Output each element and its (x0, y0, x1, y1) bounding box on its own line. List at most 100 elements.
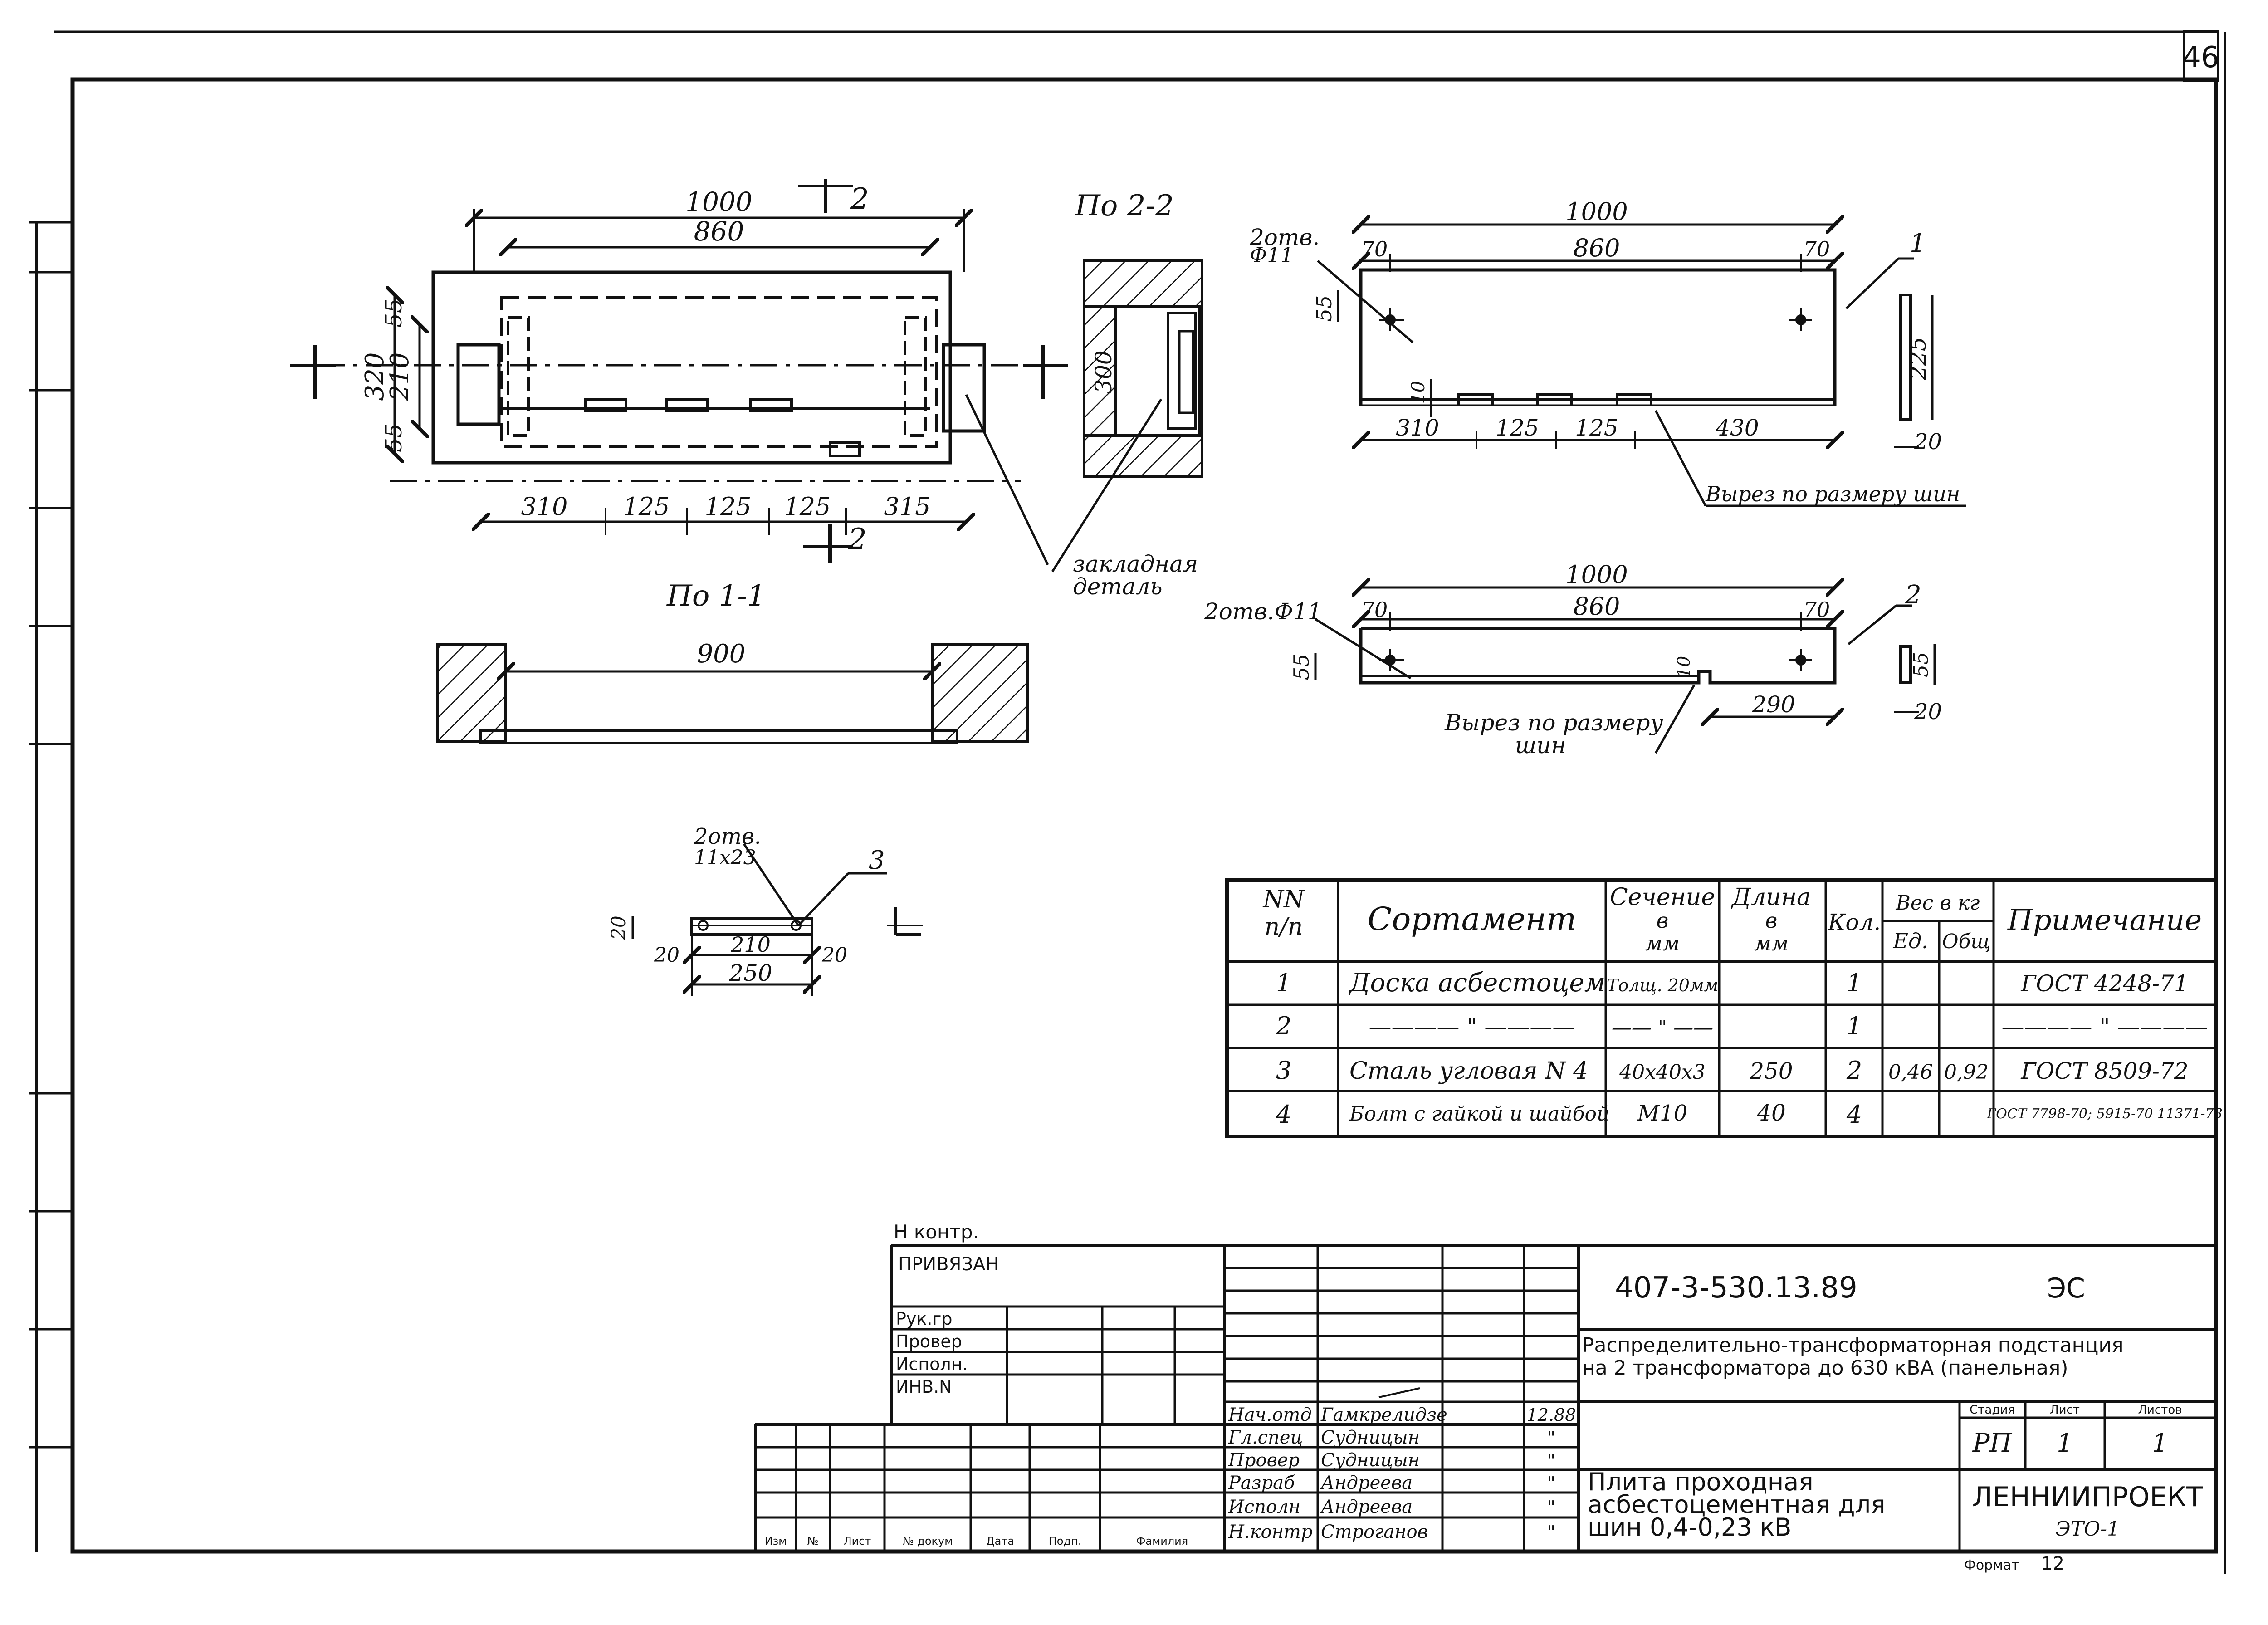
detail-2-dim-55: 55 (1289, 654, 1314, 680)
detail-3-dim-20-vert: 20 (607, 915, 630, 940)
spec-header-length-3: мм (1754, 931, 1789, 955)
format-value: 12 (2041, 1553, 2064, 1574)
detail-1-cut-label: Вырез по размеру шин (1705, 482, 1960, 506)
detail-1-dim-310: 310 (1396, 415, 1439, 441)
detail-3-position: 3 (869, 846, 885, 875)
plan-dim-860: 860 (694, 216, 744, 247)
spec-row-1-num: 1 (1276, 969, 1291, 997)
spec-header-section-3: мм (1645, 931, 1680, 955)
list-item: Н.контр Строганов " (1228, 1522, 1555, 1542)
detail-2-position: 2 (1905, 580, 1921, 610)
signer-1-role: Нач.отд (1228, 1405, 1312, 1425)
detail-3-view (631, 843, 923, 996)
spec-row-3-unit: 0,46 (1888, 1061, 1933, 1084)
spec-row-1-section: Толщ. 20мм (1607, 975, 1718, 995)
tb-stage-header: Стадия (1970, 1403, 2015, 1417)
spec-row-4-name: Болт с гайкой и шайбой (1349, 1102, 1609, 1126)
spec-header-weight: Вес в кг (1895, 891, 1980, 915)
detail-2-dim-1000: 1000 (1565, 560, 1628, 589)
spec-row-1-name: Доска асбестоцем (1348, 968, 1605, 998)
detail-1-dim-70-left: 70 (1361, 237, 1388, 261)
tb-org-code: ЭТО-1 (2055, 1517, 2120, 1541)
tb-change-col-sign: Подп. (1049, 1535, 1082, 1547)
tb-label-rukgr: Рук.гр (896, 1309, 953, 1329)
spec-row-3-section: 40х40х3 (1619, 1061, 1706, 1084)
list-item: Разраб Андреева " (1228, 1473, 1555, 1493)
signer-2-name: Судницын (1321, 1427, 1420, 1448)
list-item: Нач.отд Гамкрелидзе 12.88 (1228, 1405, 1576, 1425)
signer-4-date: " (1547, 1473, 1555, 1493)
section-22-dim-300: 300 (1090, 350, 1117, 393)
spec-header-num-2: п/п (1265, 913, 1303, 940)
detail-1-dim-1000: 1000 (1565, 197, 1628, 226)
detail-1-position: 1 (1910, 229, 1926, 258)
signer-6-role: Н.контр (1228, 1522, 1312, 1542)
plan-dim-310: 310 (521, 492, 567, 521)
section-11-view (436, 643, 1029, 744)
spec-row-3-total: 0,92 (1944, 1061, 1989, 1084)
detail-1-hole-label-2: Ф11 (1250, 243, 1294, 267)
cut-mark-label-top: 2 (850, 182, 869, 216)
tb-list-header: Лист (2050, 1403, 2080, 1417)
plan-dim-1000: 1000 (685, 186, 753, 217)
title-block (754, 1244, 2216, 1552)
detail-1-dim-10: 10 (1408, 381, 1429, 404)
signer-4-role: Разраб (1228, 1473, 1295, 1493)
format-label: Формат (1964, 1557, 2019, 1573)
plan-dim-320: 320 (360, 352, 390, 401)
spec-header-weight-total: Общ (1942, 930, 1991, 953)
detail-2-view (1314, 587, 1936, 754)
detail-1-dim-55: 55 (1312, 295, 1336, 322)
spec-row-3-name: Сталь угловая N 4 (1349, 1057, 1588, 1085)
detail-2-dim-10: 10 (1674, 656, 1694, 678)
tb-item-title-1: Плита проходная (1588, 1468, 1813, 1496)
sheet-number: 46 (2182, 41, 2219, 74)
detail-1-dim-20: 20 (1914, 429, 1942, 455)
tb-change-col-list: Лист (844, 1535, 871, 1547)
plan-dim-125-b: 125 (704, 492, 751, 521)
tb-label-inv: ИНВ.N (896, 1377, 952, 1397)
binding-strip (29, 221, 73, 1552)
plan-dim-55-top: 55 (381, 299, 407, 328)
tb-lists-header: Листов (2138, 1403, 2182, 1417)
spec-row-3-qty: 2 (1846, 1056, 1862, 1085)
detail-3-hole-label-1: 2отв. (694, 824, 761, 849)
table-row: 1 Доска асбестоцем Толщ. 20мм 1 ГОСТ 424… (1276, 968, 2189, 998)
detail-1-dim-125-a: 125 (1496, 415, 1539, 441)
detail-1-hole-label-1: 2отв. (1249, 224, 1320, 250)
spec-header-section-2: в (1657, 908, 1669, 933)
signer-3-role: Провер (1228, 1450, 1300, 1471)
list-item: Провер Судницын " (1228, 1450, 1555, 1471)
table-row: 4 Болт с гайкой и шайбой М10 40 4 ГОСТ 7… (1276, 1100, 2223, 1129)
spec-row-4-num: 4 (1276, 1100, 1291, 1129)
detail-2-cut-label-1: Вырез по размеру (1444, 710, 1663, 736)
detail-1-dim-860: 860 (1573, 234, 1620, 262)
spec-header-weight-unit: Ед. (1892, 929, 1928, 953)
spec-table (1225, 878, 2218, 1138)
plan-dim-55-bottom: 55 (381, 423, 407, 452)
spec-row-3-num: 3 (1276, 1056, 1291, 1085)
signer-2-role: Гл.спец (1228, 1427, 1303, 1448)
detail-2-hole-label: 2отв.Ф11 (1204, 598, 1322, 625)
plan-dim-125-a: 125 (623, 492, 670, 521)
spec-row-4-qty: 4 (1846, 1100, 1862, 1129)
tb-stage-value: РП (1972, 1429, 2013, 1458)
embedded-label-2: деталь (1073, 573, 1163, 600)
detail-1-dim-70-right: 70 (1804, 237, 1830, 261)
detail-2-cut-label-2: шин (1515, 732, 1566, 759)
detail-1-dim-225: 225 (1905, 337, 1931, 380)
section-11-title: По 1-1 (666, 579, 766, 613)
tb-doc-code: 407-3-530.13.89 (1615, 1271, 1857, 1305)
spec-row-2-name: ———— " ———— (1369, 1013, 1575, 1040)
detail-3-dim-210: 210 (730, 932, 771, 957)
tb-change-col-no: № (807, 1535, 819, 1547)
section-22-title: По 2-2 (1075, 189, 1174, 223)
signer-3-date: " (1547, 1450, 1555, 1470)
signer-3-name: Судницын (1321, 1450, 1420, 1471)
detail-2-dim-290: 290 (1751, 691, 1795, 718)
spec-row-1-note: ГОСТ 4248-71 (2020, 970, 2188, 997)
spec-header-name: Сортамент (1368, 901, 1577, 938)
spec-row-4-section: М10 (1637, 1101, 1687, 1126)
spec-header-length-2: в (1765, 908, 1778, 933)
tb-lists-value: 1 (2152, 1429, 2168, 1458)
